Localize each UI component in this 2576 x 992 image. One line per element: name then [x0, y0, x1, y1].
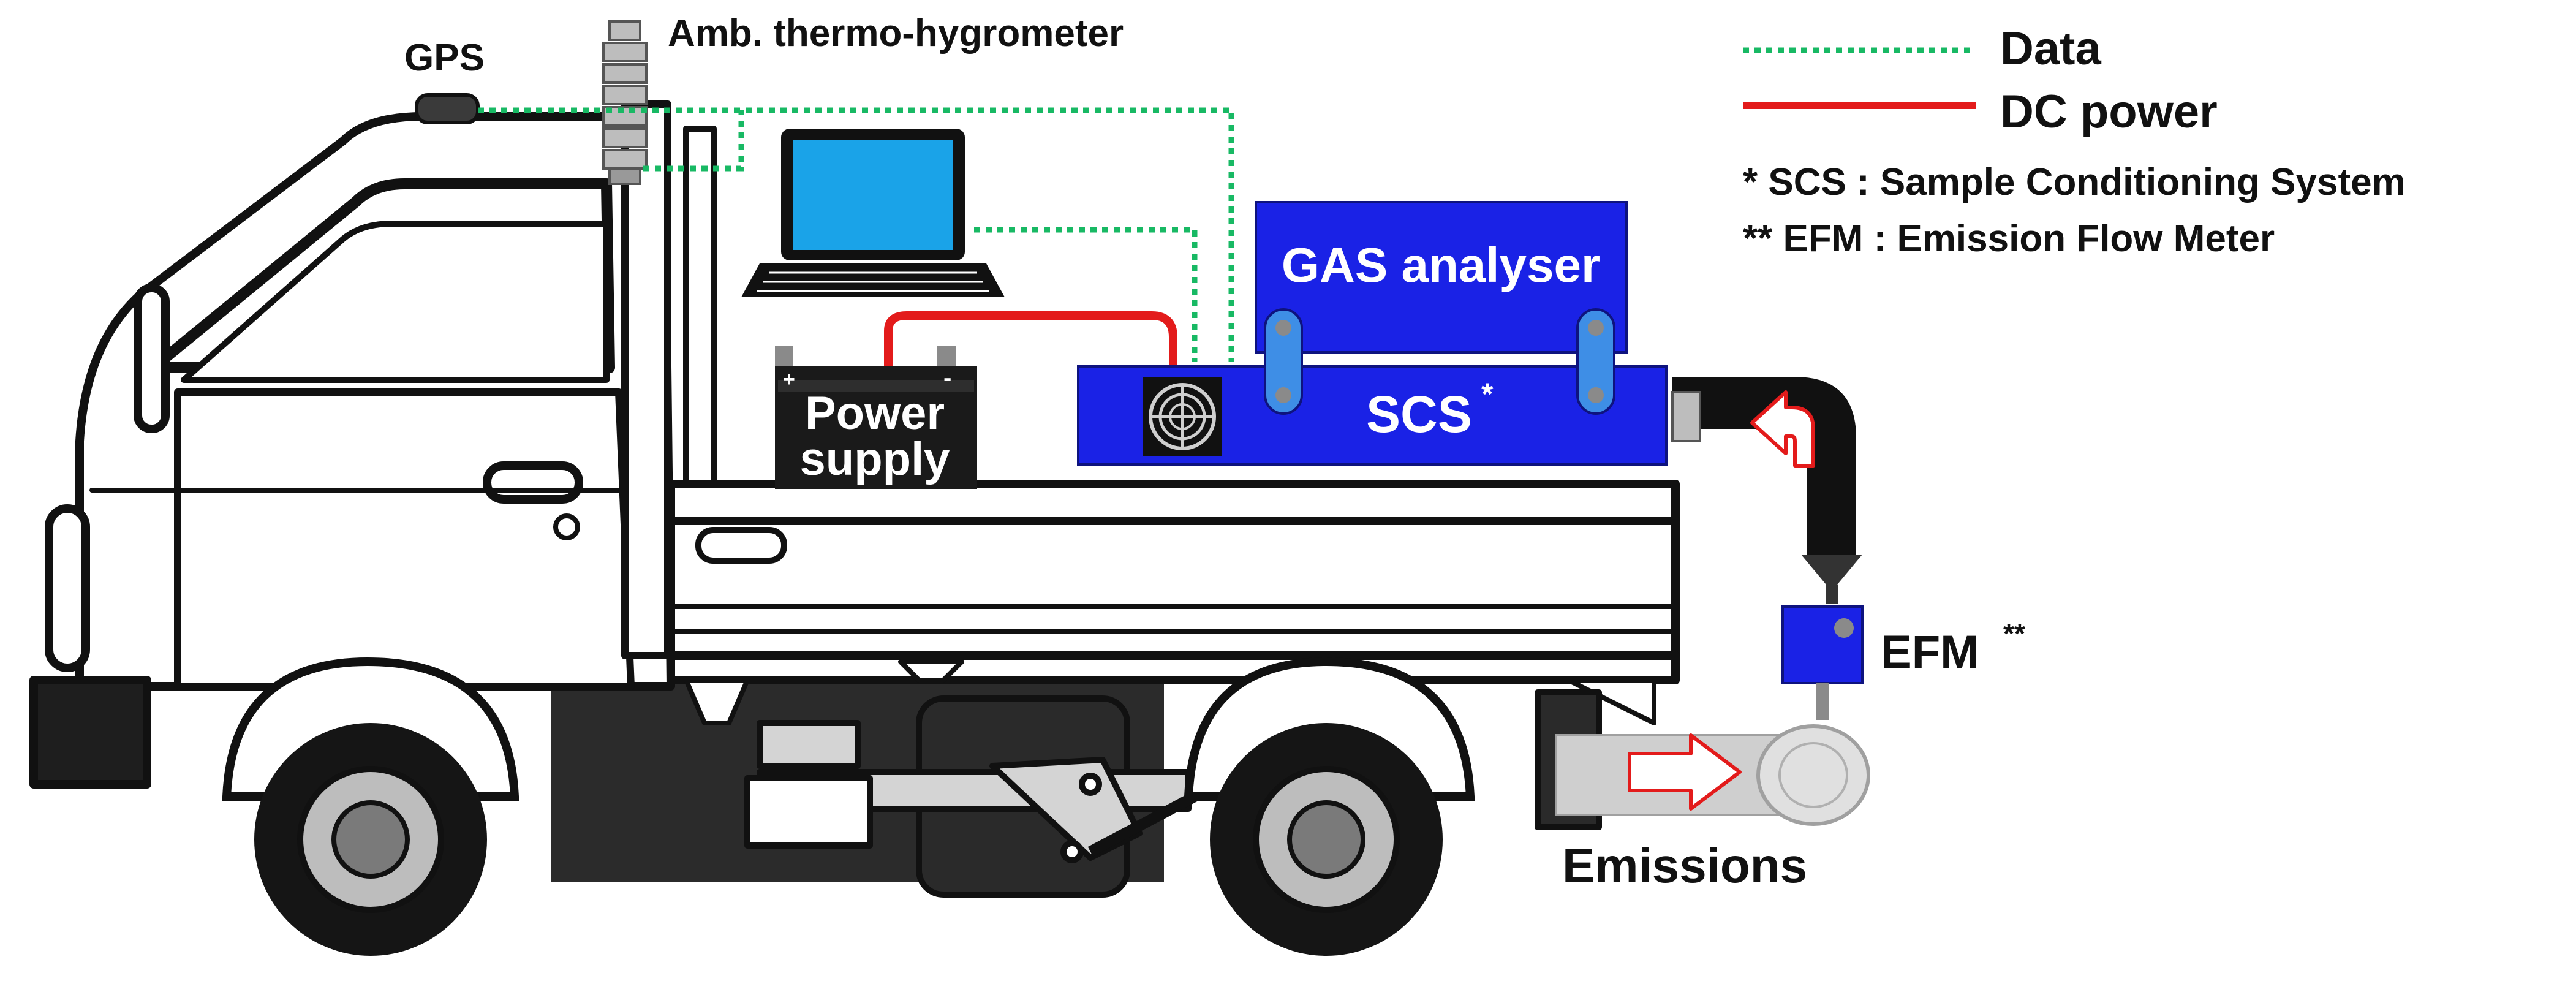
scs-label: SCS: [1366, 385, 1472, 443]
front-marker: [134, 284, 170, 433]
gas-analyser-label: GAS analyser: [1282, 238, 1600, 292]
cab-post: [621, 100, 671, 659]
power-supply-label-line1: Power: [805, 387, 945, 439]
mounting-straps: [1264, 308, 1615, 415]
efm-knob: [1834, 618, 1854, 638]
bracket-2: [898, 659, 964, 683]
legend-power-label: DC power: [2000, 86, 2218, 138]
dc-power-line: [884, 311, 1177, 368]
scs-superscript: *: [1481, 377, 1494, 411]
battery-plus: +: [783, 368, 795, 391]
data-lines: [478, 107, 1234, 362]
legend-data-label: Data: [2000, 23, 2101, 75]
gps-antenna: [415, 93, 480, 124]
truck: [29, 100, 1164, 882]
door-lock: [553, 513, 580, 540]
data-line-thermo: [643, 110, 744, 172]
gps-label: GPS: [404, 37, 485, 79]
flow-arrow-right: [1628, 733, 1742, 811]
thermo-hygrometer-label: Amb. thermo-hygrometer: [668, 12, 1124, 55]
efm-label: EFM: [1881, 626, 1979, 678]
cab-window: [181, 221, 610, 383]
emissions-label: Emissions: [1562, 838, 1807, 893]
laptop-icon: [741, 129, 1005, 297]
gas-analyser-box: [1255, 201, 1628, 354]
battery-minus: -: [943, 365, 951, 392]
efm-connector: [1816, 683, 1829, 720]
legend-note-efm: ** EFM : Emission Flow Meter: [1743, 218, 2275, 260]
front-wheel: [222, 657, 519, 956]
legend: Data DC power * SCS : Sample Conditionin…: [1743, 23, 2406, 260]
efm-box: [1781, 605, 1864, 684]
data-line-laptop: [974, 227, 1198, 362]
rear-wheel: [1184, 657, 1475, 956]
flow-arrow-up: [1750, 390, 1815, 468]
cargo-bed: [667, 480, 1680, 725]
data-line-gps: [478, 107, 1234, 362]
power-supply-label-line2: supply: [800, 433, 950, 485]
front-bumper: [29, 676, 151, 789]
door-handle: [483, 461, 583, 504]
efm-superscript: **: [2003, 618, 2025, 649]
bed-top-rail: [667, 480, 1680, 525]
cab-post-inner: [683, 126, 717, 518]
spring-box: [744, 775, 873, 849]
legend-note-scs: * SCS : Sample Conditioning System: [1743, 161, 2406, 203]
spring-box-top: [757, 720, 861, 769]
bed-handle: [695, 527, 787, 564]
headlight: [45, 504, 90, 672]
muffler: [1555, 724, 1870, 826]
bracket-1: [684, 678, 750, 725]
bed-floor: [667, 651, 1680, 684]
leaf-link: [989, 757, 1143, 861]
thermo-hygrometer-sensor: [602, 20, 648, 185]
power-supply-battery: [775, 346, 977, 489]
fan-icon: [1143, 377, 1222, 456]
bed-side: [667, 517, 1680, 660]
